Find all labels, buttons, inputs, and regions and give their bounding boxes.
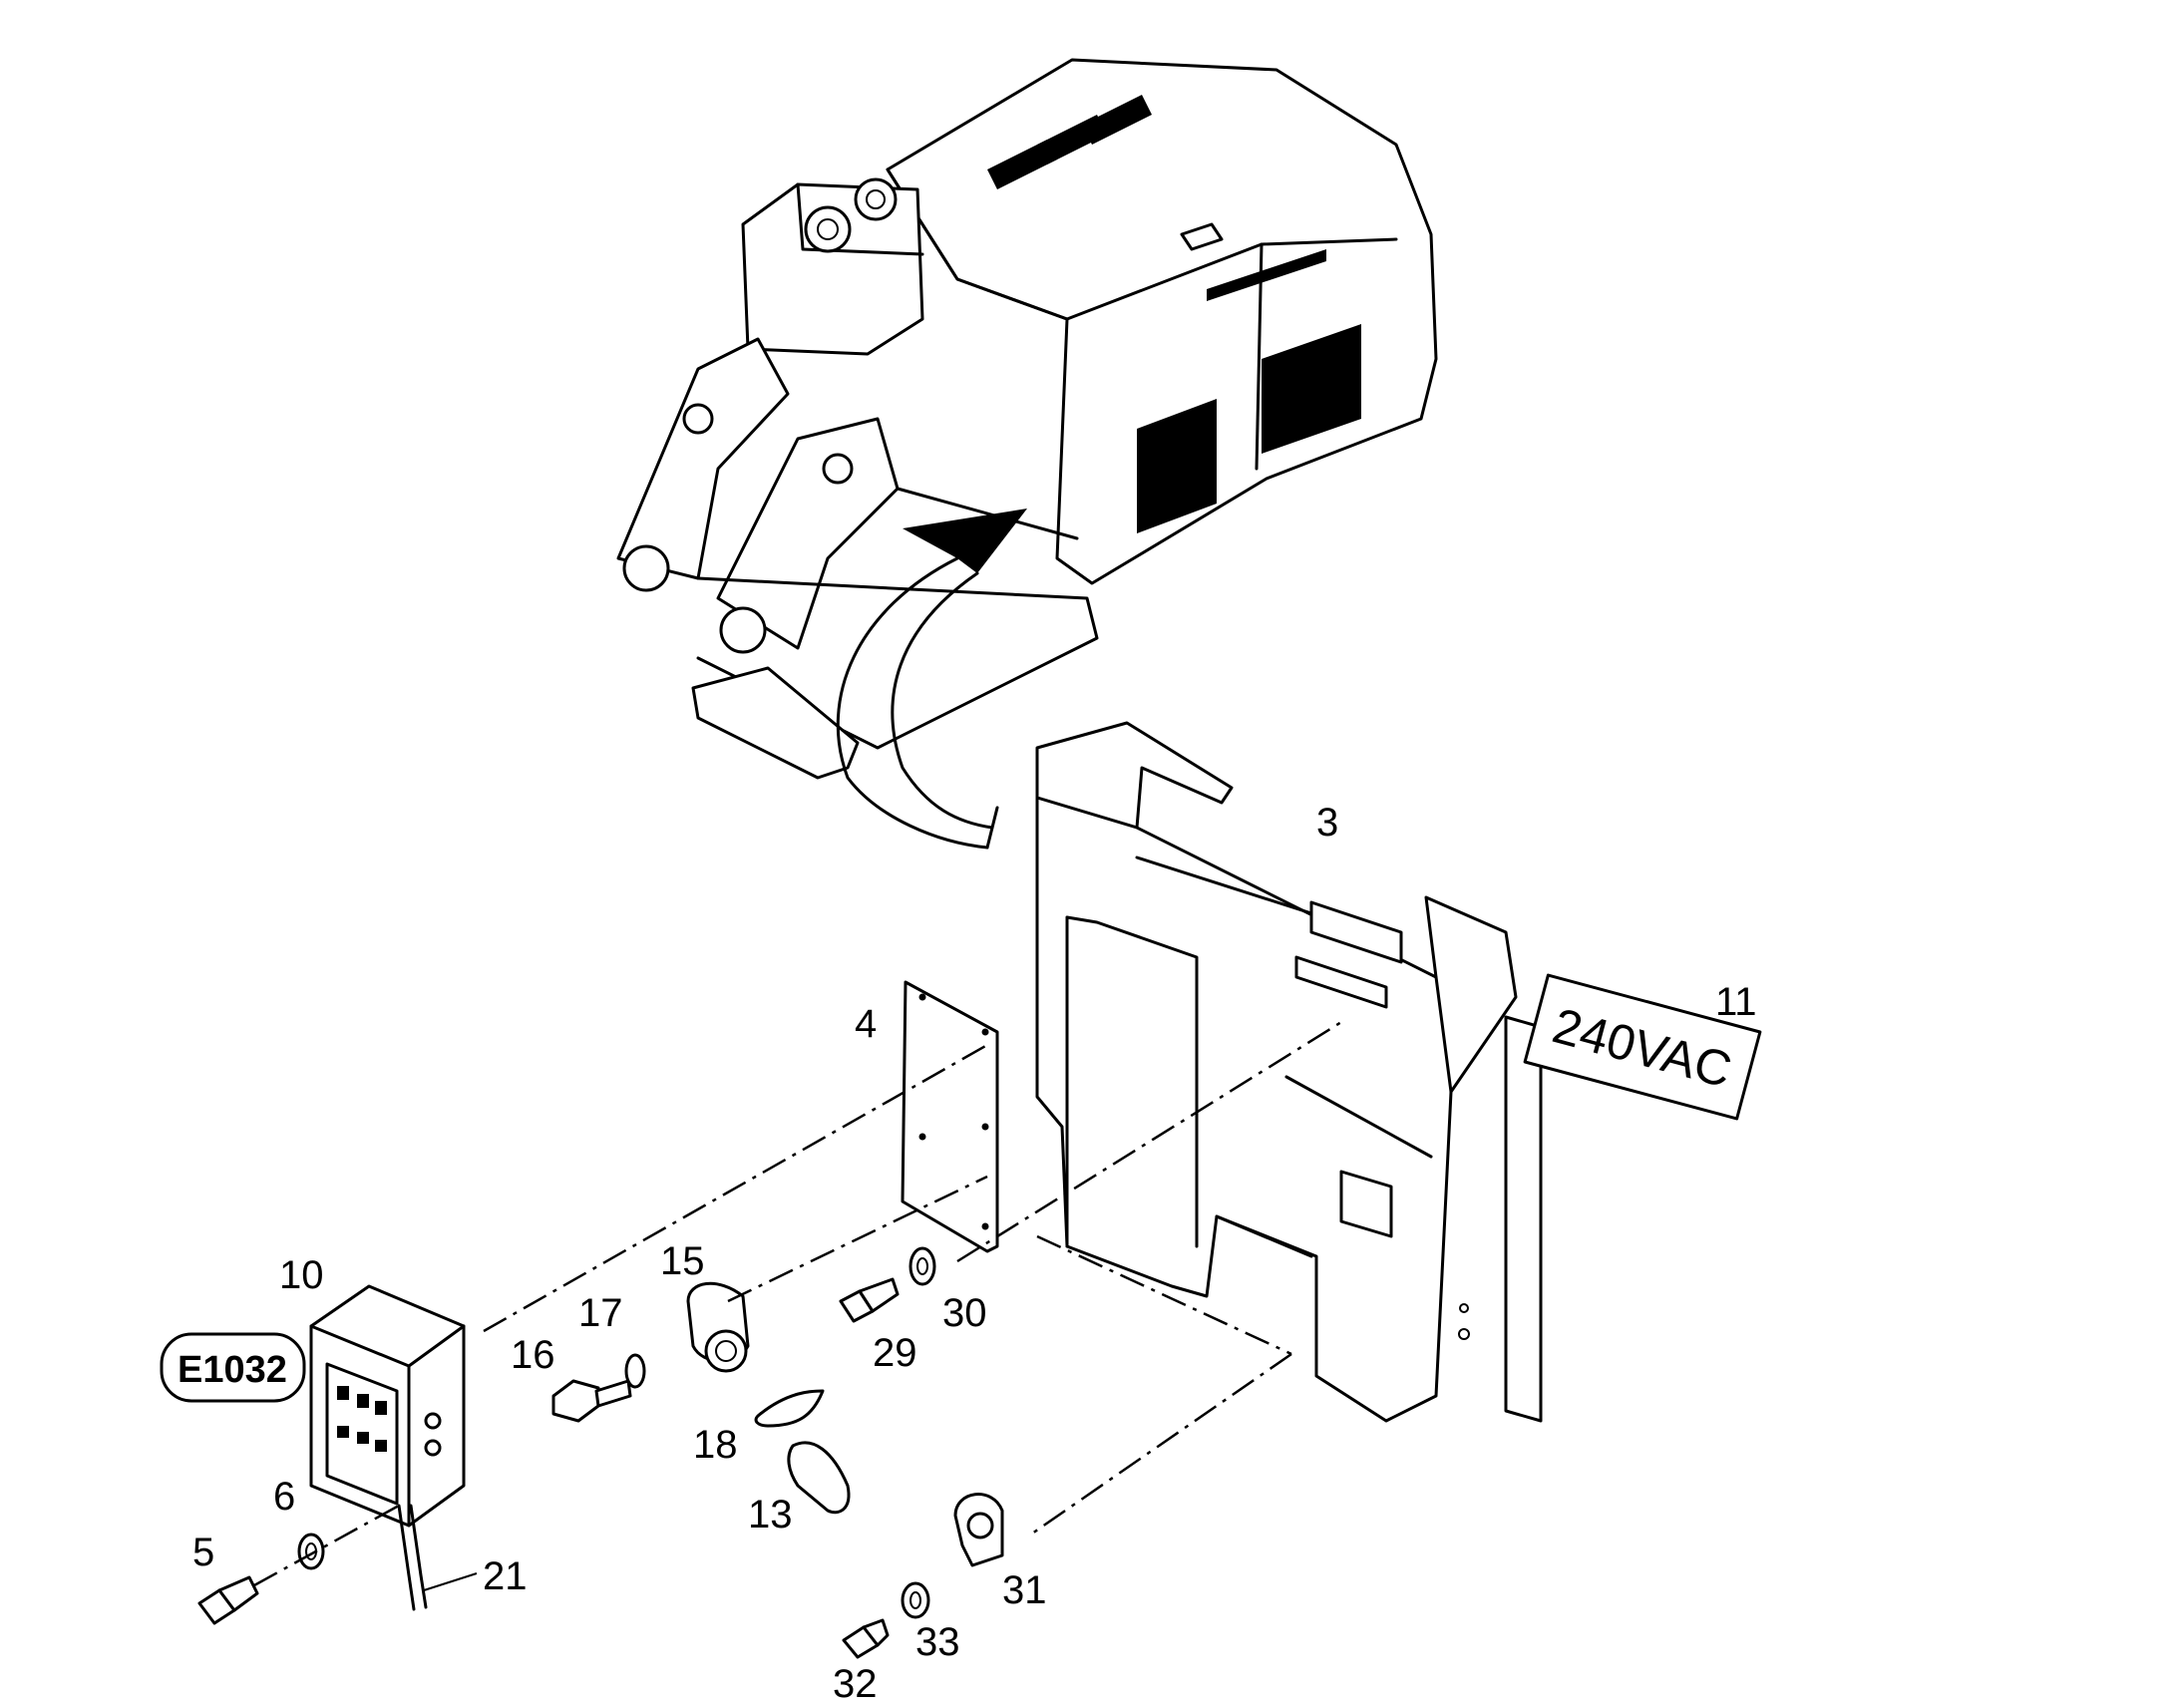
reference-badge-text: E1032 <box>178 1349 287 1391</box>
assembly-center-lines <box>253 1017 1347 1587</box>
callout-15: 15 <box>660 1239 705 1283</box>
callout-6: 6 <box>273 1475 295 1519</box>
callout-31: 31 <box>1002 1568 1047 1612</box>
part-6-washer <box>297 1533 325 1570</box>
callout-30: 30 <box>942 1291 987 1335</box>
reference-badge: E1032 <box>160 1332 306 1403</box>
part-15-connector <box>686 1281 750 1373</box>
callout-29: 29 <box>873 1331 917 1375</box>
callout-10: 10 <box>279 1253 324 1297</box>
part-29-bolt <box>839 1277 900 1323</box>
callout-33: 33 <box>915 1620 960 1664</box>
part-16-bolt <box>551 1379 632 1423</box>
part-21-cable <box>397 1504 478 1611</box>
part-4-mounting-plate <box>901 980 999 1253</box>
part-31-clamp <box>953 1493 1004 1567</box>
callout-13: 13 <box>748 1493 793 1537</box>
callout-32: 32 <box>833 1662 878 1706</box>
callout-18: 18 <box>693 1423 738 1467</box>
part-13-cover <box>787 1441 851 1515</box>
machine-illustration <box>616 58 1438 850</box>
callout-11: 11 <box>1715 980 1757 1024</box>
callout-labels: 3 4 5 6 10 11 13 15 16 17 18 21 29 30 31… <box>192 801 1757 1706</box>
part-32-bolt <box>842 1618 890 1659</box>
callout-4: 4 <box>855 1002 877 1046</box>
side-grills <box>1137 249 1361 533</box>
part-5-bolt <box>197 1575 259 1625</box>
callout-5: 5 <box>192 1531 214 1574</box>
hood-vents <box>987 95 1152 189</box>
part-10-control-box <box>309 1284 466 1528</box>
part-18-cap <box>754 1389 825 1428</box>
callout-3: 3 <box>1316 801 1338 845</box>
part-3-bracket-panel <box>1035 721 1543 1423</box>
part-33-washer <box>901 1581 930 1619</box>
callout-21: 21 <box>483 1554 528 1598</box>
part-30-washer <box>908 1246 936 1286</box>
location-arrow <box>903 509 1027 573</box>
callout-17: 17 <box>578 1291 623 1335</box>
callout-16: 16 <box>511 1333 555 1377</box>
part-17-washer <box>624 1353 646 1389</box>
